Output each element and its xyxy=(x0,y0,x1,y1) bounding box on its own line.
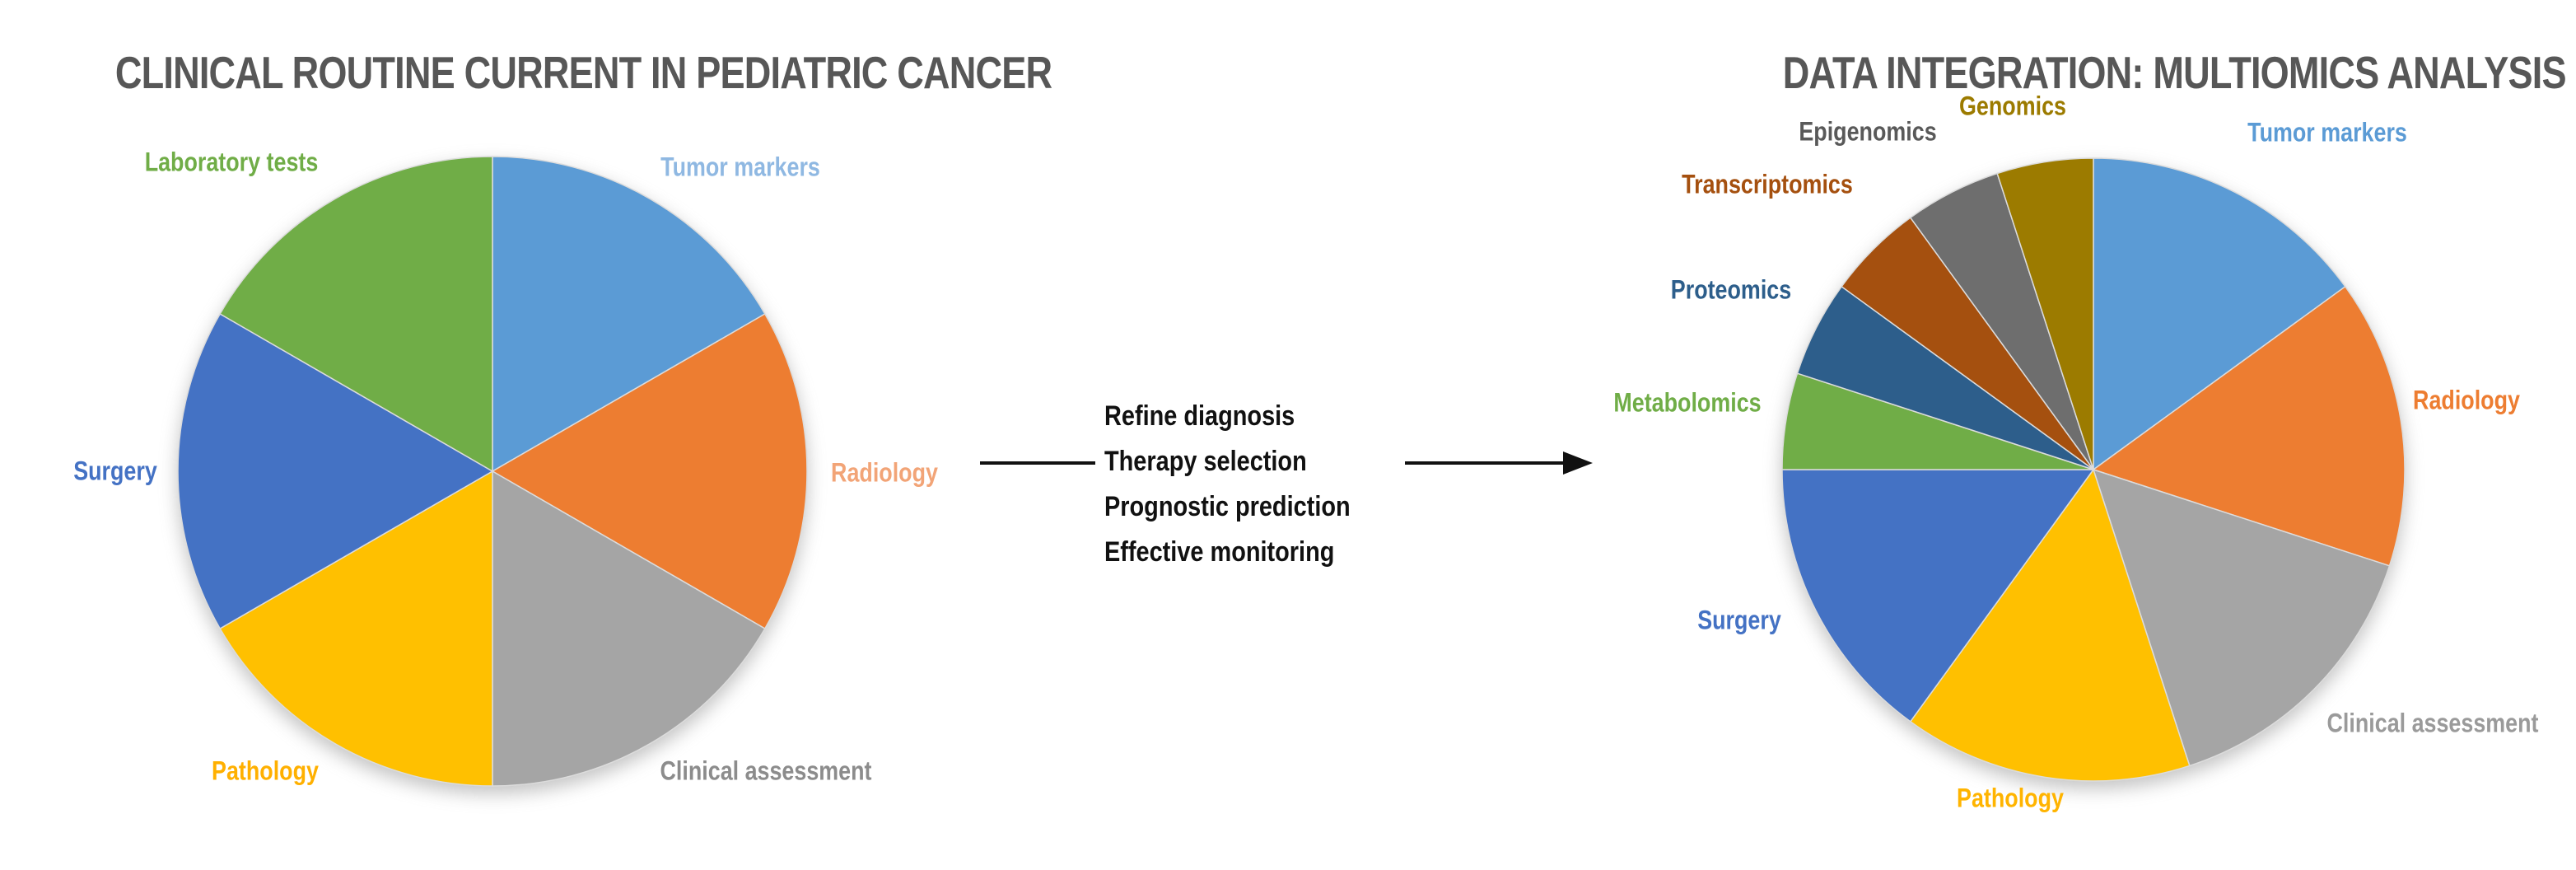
slice-label-right-clinical-assessment: Clinical assessment xyxy=(2326,708,2539,738)
arrow-text-line-2: Therapy selection xyxy=(1104,446,1307,477)
slice-label-right-epigenomics: Epigenomics xyxy=(1799,116,1937,147)
slice-label-right-genomics: Genomics xyxy=(1959,91,2066,121)
pie-slice-right-radiology xyxy=(2093,286,2406,567)
slice-label-left-surgery: Surgery xyxy=(73,456,157,486)
slice-label-right-surgery: Surgery xyxy=(1697,605,1781,635)
pie-slice-right-pathology xyxy=(1910,469,2191,782)
slice-label-left-pathology: Pathology xyxy=(212,755,319,786)
arrow-text-line-1: Refine diagnosis xyxy=(1104,400,1295,432)
pie-slice-right-genomics xyxy=(1996,157,2094,470)
slice-label-right-proteomics: Proteomics xyxy=(1670,274,1792,305)
slice-label-left-laboratory-tests: Laboratory tests xyxy=(144,147,319,177)
slice-label-left-radiology: Radiology xyxy=(831,457,938,488)
left-chart-title: CLINICAL ROUTINE CURRENT IN PEDIATRIC CA… xyxy=(114,47,1052,98)
slice-label-right-tumor-markers: Tumor markers xyxy=(2247,117,2407,147)
pie-slice-left-surgery xyxy=(177,313,493,629)
arrow-head-icon xyxy=(1563,451,1593,475)
pie-slice-right-surgery xyxy=(1781,469,2094,723)
right-pie-chart xyxy=(1781,157,2406,782)
slice-label-right-radiology: Radiology xyxy=(2413,385,2520,415)
slice-label-left-tumor-markers: Tumor markers xyxy=(660,152,820,182)
pie-slice-left-radiology xyxy=(492,313,808,629)
pie-slice-left-tumor-markers xyxy=(492,156,766,472)
arrow-text-line-4: Effective monitoring xyxy=(1104,536,1335,568)
pie-slice-left-pathology xyxy=(219,470,493,787)
right-chart-title: DATA INTEGRATION: MULTIOMICS ANALYSIS xyxy=(1782,47,2567,98)
arrow-text-line-3: Prognostic prediction xyxy=(1104,491,1351,522)
pie-slice-left-clinical-assessment xyxy=(492,470,766,787)
pie-slice-right-tumor-markers xyxy=(2093,157,2346,470)
left-pie-chart xyxy=(177,156,808,787)
pie-slice-right-clinical-assessment xyxy=(2093,469,2391,767)
slice-label-left-clinical-assessment: Clinical assessment xyxy=(660,755,872,786)
pie-slice-left-laboratory-tests xyxy=(219,156,493,472)
slice-label-right-metabolomics: Metabolomics xyxy=(1613,387,1762,418)
slice-label-right-transcriptomics: Transcriptomics xyxy=(1682,169,1853,199)
slice-label-right-pathology: Pathology xyxy=(1957,783,2064,813)
